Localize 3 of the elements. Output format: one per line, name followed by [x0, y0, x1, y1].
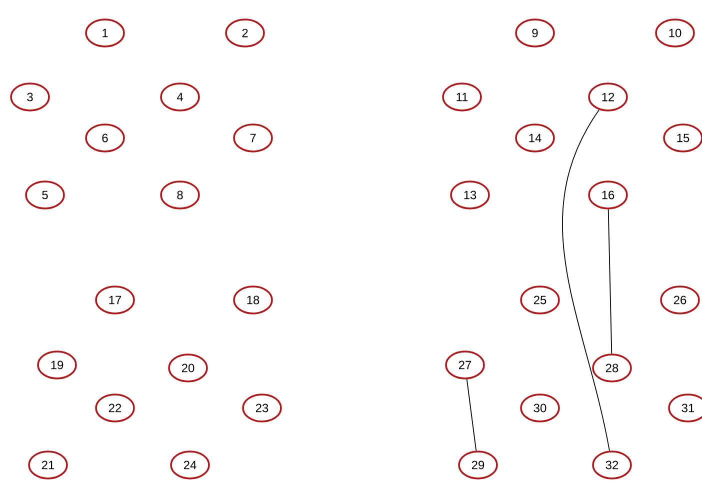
connector-line — [466, 378, 477, 452]
connector-line — [562, 109, 610, 452]
connector-line — [608, 208, 612, 354]
